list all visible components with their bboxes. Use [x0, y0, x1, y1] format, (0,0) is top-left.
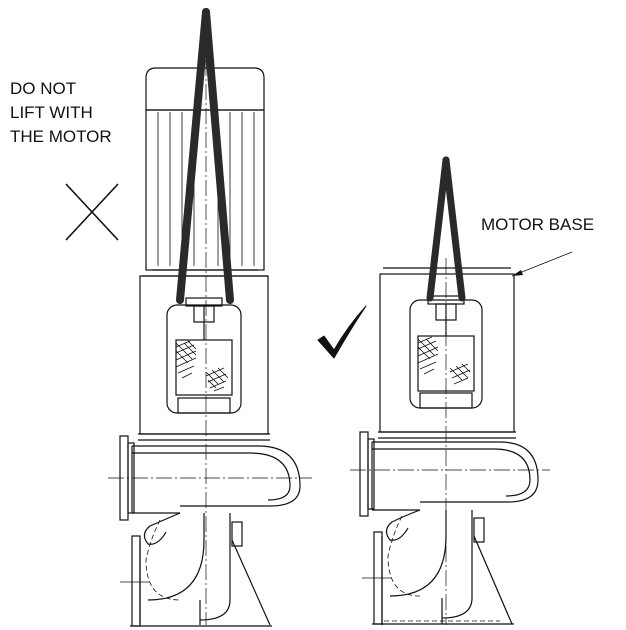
motor-body [145, 109, 265, 271]
hatch-right [417, 336, 471, 385]
stand-left [231, 539, 271, 626]
pump-with-motor [108, 60, 312, 627]
volute-left [132, 445, 301, 507]
outlet-flange-left [131, 535, 141, 627]
warning-line-3: THE MOTOR [10, 127, 112, 146]
volute-right [372, 441, 539, 503]
stand-right [473, 535, 513, 625]
elbow-left [143, 512, 181, 545]
cross-mark-icon [65, 183, 119, 241]
check-mark-icon [317, 305, 367, 359]
leader-arrowhead [512, 270, 523, 276]
sling-wrong [176, 8, 234, 304]
hatch-left [175, 340, 229, 392]
sling-correct [426, 156, 466, 302]
motor-cap [145, 67, 265, 111]
motor-base-leader [511, 251, 573, 277]
warning-line-1: DO NOT [10, 79, 77, 98]
inlet-flange-right [359, 431, 369, 517]
warning-text: DO NOT LIFT WITH THE MOTOR [10, 77, 112, 149]
warning-line-2: LIFT WITH [10, 103, 93, 122]
elbow-right [385, 509, 421, 541]
motor-base-left [139, 275, 269, 435]
pump-without-motor [350, 258, 550, 625]
motor-base-label: MOTOR BASE [481, 215, 595, 234]
